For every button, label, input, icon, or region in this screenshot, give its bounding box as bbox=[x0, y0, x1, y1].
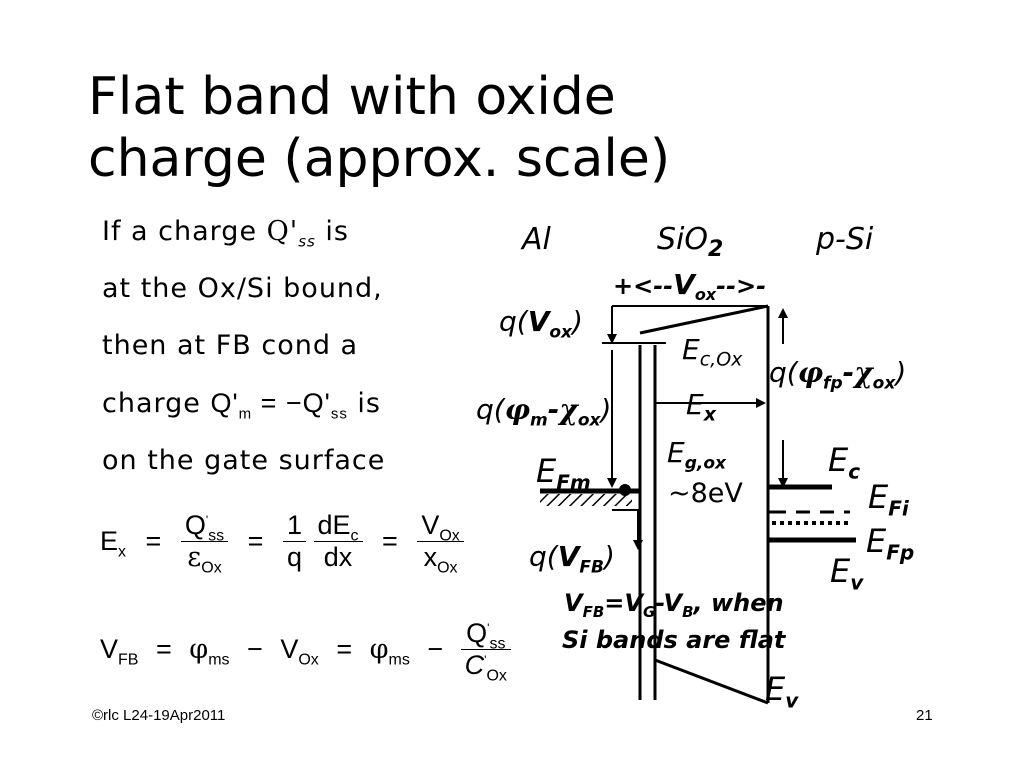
body-line-3: then at FB cond a bbox=[102, 330, 359, 361]
label-q-vox: q(Vox) bbox=[499, 305, 583, 343]
label-efi: EFi bbox=[868, 478, 909, 521]
title-line-1: Flat band with oxide bbox=[88, 67, 616, 127]
fraction-vox-over-xox: VOx xOx bbox=[417, 510, 464, 576]
fraction-qss-over-eox: Q'ss εOx bbox=[180, 510, 229, 576]
label-ev-oxide-bottom: Ev bbox=[765, 670, 799, 713]
label-eg-ox: Eg,ox bbox=[667, 436, 726, 474]
body-line-1: If a charge Q'ss is bbox=[102, 216, 349, 251]
body-line-4: charge Q'm = −Q'ss is bbox=[102, 388, 381, 423]
label-ec-ox: Ec,Ox bbox=[682, 333, 743, 371]
label-q-vfb: q(VFB) bbox=[529, 540, 615, 578]
body-line-5: on the gate surface bbox=[102, 445, 386, 476]
body-line-2: at the Ox/Si bound, bbox=[102, 273, 383, 304]
note-si-bands-flat: Si bands are flat bbox=[562, 626, 786, 654]
metal-hatch bbox=[540, 494, 632, 506]
equation-electric-field: Ex = Q'ss εOx = 1 q dEc dx = VOx xOx bbox=[100, 510, 464, 576]
label-efp: EFp bbox=[866, 522, 915, 565]
slide-title: Flat band with oxide charge (approx. sca… bbox=[88, 66, 670, 190]
label-q-phifp-chiox: q(φfp-χox) bbox=[769, 356, 907, 394]
label-vox-span: +<--Vox-->- bbox=[613, 268, 767, 304]
label-sio2: SiO2 bbox=[657, 222, 724, 262]
footer-copyright: ©rlc L24-19Apr2011 bbox=[92, 707, 226, 724]
fraction-qss-over-cox: Q'ss C'Ox bbox=[460, 618, 511, 684]
fraction-one-over-q: 1 q bbox=[282, 510, 306, 573]
title-line-2: charge (approx. scale) bbox=[88, 129, 671, 189]
oxide-valence-band-slope bbox=[654, 658, 769, 705]
label-p-si: p-Si bbox=[816, 222, 874, 257]
footer-page-number: 21 bbox=[916, 707, 933, 724]
note-vfb-definition: VFB=VG-VB, when bbox=[564, 589, 784, 621]
equation-flat-band-voltage: VFB = φms − VOx = φms − Q'ss C'Ox bbox=[100, 618, 511, 684]
fraction-dec-over-dx: dEc dx bbox=[313, 510, 363, 573]
label-q-phim-chiox: q(φm-χox) bbox=[476, 393, 612, 431]
label-aluminum: Al bbox=[522, 222, 551, 257]
label-ex: Ex bbox=[686, 388, 716, 426]
oxide-conduction-band-slope bbox=[639, 304, 769, 335]
label-ev-si: Ev bbox=[830, 552, 864, 595]
label-ec-si: Ec bbox=[828, 441, 861, 484]
label-approx-8ev: ~8eV bbox=[668, 478, 743, 509]
label-efm: EFm bbox=[536, 452, 591, 495]
